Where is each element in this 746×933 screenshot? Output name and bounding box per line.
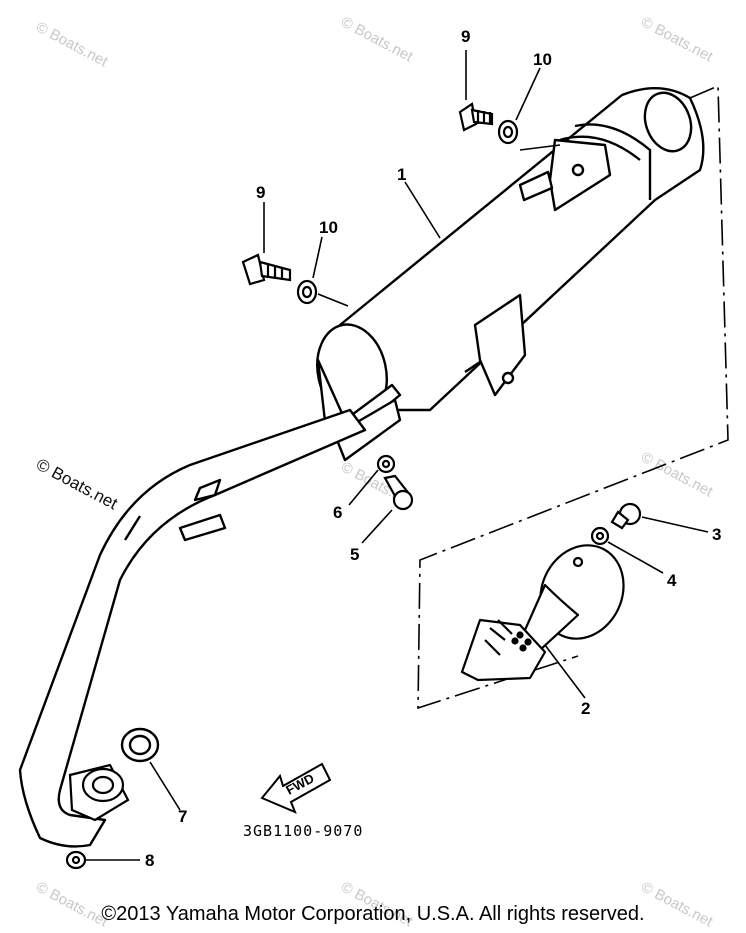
callout-4: 4 <box>667 571 677 590</box>
callout-7: 7 <box>178 807 187 826</box>
watermark: © Boats.net <box>338 14 416 66</box>
washer-4 <box>590 526 610 546</box>
header-flange <box>68 763 130 822</box>
watermark: © Boats.net <box>33 19 111 71</box>
callout-9-left: 9 <box>256 183 265 202</box>
watermark: © Boats.net <box>638 14 716 66</box>
watermark: © Boats.net <box>638 449 716 501</box>
muffler-body <box>316 86 705 462</box>
callout-10-upper: 10 <box>533 50 552 69</box>
bolt-upper <box>458 102 494 132</box>
bolt-5 <box>383 474 414 511</box>
forward-arrow: FWD <box>260 762 332 814</box>
nut <box>65 850 87 870</box>
callout-8: 8 <box>145 851 154 870</box>
callout-1: 1 <box>397 165 406 184</box>
gasket <box>120 727 160 763</box>
callout-9-upper: 9 <box>461 27 470 46</box>
washer-left <box>296 279 318 305</box>
part-code: 3GB1100-9070 <box>243 822 363 840</box>
leader-lines <box>86 50 709 861</box>
screw-3 <box>610 502 642 530</box>
bolt-left <box>241 253 292 286</box>
callout-2: 2 <box>581 699 590 718</box>
assembly-frame <box>417 84 729 710</box>
watermark: © Boats.net <box>33 455 121 514</box>
callouts: 9 10 1 9 10 6 5 3 4 2 7 8 <box>145 27 721 870</box>
exhaust-header-pipe <box>18 408 367 848</box>
copyright-notice: ©2013 Yamaha Motor Corporation, U.S.A. A… <box>101 903 645 925</box>
callout-10-left: 10 <box>319 218 338 237</box>
callout-3: 3 <box>712 525 721 544</box>
washer-upper <box>497 119 519 145</box>
washer-6 <box>376 454 396 474</box>
spark-arrester <box>460 544 625 682</box>
callout-6: 6 <box>333 503 342 522</box>
callout-5: 5 <box>350 545 359 564</box>
